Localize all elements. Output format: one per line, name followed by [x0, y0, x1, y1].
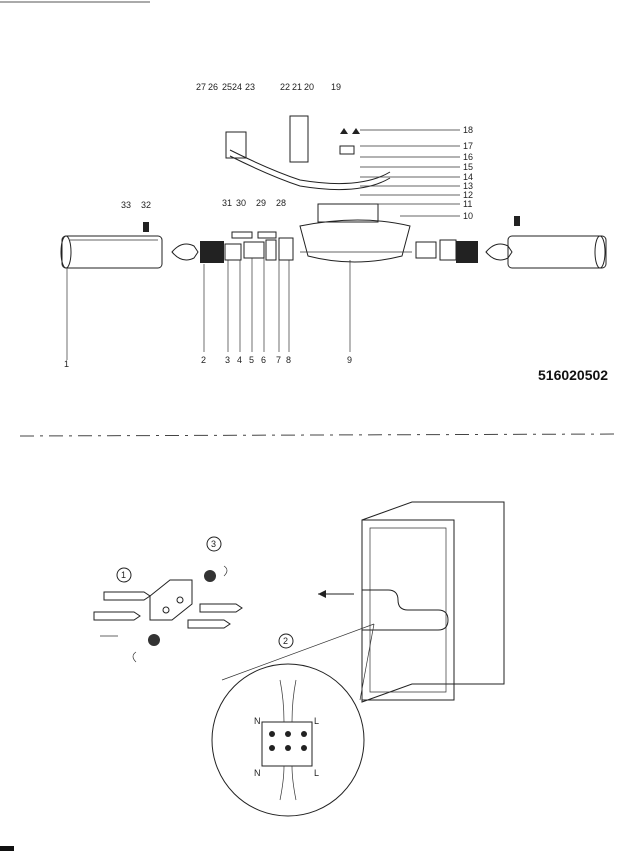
- left-glass-shade: [60, 235, 163, 269]
- label-24: 24: [232, 82, 242, 92]
- left-bulb: [171, 243, 199, 261]
- label-14: 14: [463, 172, 473, 182]
- label-11: 11: [463, 199, 472, 209]
- label-28: 28: [276, 198, 286, 208]
- step-3-number: 3: [211, 539, 216, 549]
- step-2-number: 2: [283, 636, 288, 646]
- label-19: 19: [331, 82, 341, 92]
- label-21: 21: [292, 82, 302, 92]
- label-12: 12: [463, 190, 473, 200]
- label-15: 15: [463, 162, 473, 172]
- label-23: 23: [245, 82, 255, 92]
- label-20: 20: [304, 82, 314, 92]
- label-17: 17: [463, 141, 473, 151]
- label-8: 8: [286, 355, 291, 365]
- label-22: 22: [280, 82, 290, 92]
- step-1-marker: 1: [116, 567, 132, 583]
- lamp-housing: [318, 501, 505, 703]
- article-number: 516020502: [538, 367, 608, 383]
- label-10: 10: [463, 211, 473, 221]
- terminal-block: [261, 721, 313, 767]
- label-3: 3: [225, 355, 230, 365]
- label-7: 7: [276, 355, 281, 365]
- label-2: 2: [201, 355, 206, 365]
- label-27: 27: [196, 82, 206, 92]
- step-3-marker: 3: [206, 536, 222, 552]
- step-2-marker: 2: [278, 633, 294, 649]
- terminal-n-bottom: N: [254, 768, 261, 778]
- label-4: 4: [237, 355, 242, 365]
- section-divider: [19, 433, 621, 437]
- exploded-view: [60, 115, 607, 360]
- wall-bracket-assembly: [93, 565, 243, 663]
- label-18: 18: [463, 125, 473, 135]
- center-base: [299, 219, 411, 263]
- corner-mark: [0, 846, 14, 851]
- terminal-l-bottom: L: [314, 768, 319, 778]
- label-16: 16: [463, 152, 473, 162]
- label-32: 32: [141, 200, 151, 210]
- label-31: 31: [222, 198, 232, 208]
- right-glass-shade: [507, 235, 607, 269]
- step-1-number: 1: [121, 570, 126, 580]
- label-6: 6: [261, 355, 266, 365]
- label-1: 1: [64, 359, 69, 369]
- label-29: 29: [256, 198, 266, 208]
- label-25: 25: [222, 82, 232, 92]
- label-9: 9: [347, 355, 352, 365]
- right-socket: [456, 241, 478, 263]
- right-bulb: [485, 243, 513, 261]
- terminal-detail: N N L L: [211, 663, 365, 817]
- label-30: 30: [236, 198, 246, 208]
- label-13: 13: [463, 181, 473, 191]
- label-33: 33: [121, 200, 131, 210]
- terminal-l-top: L: [314, 716, 319, 726]
- left-socket: [200, 241, 224, 263]
- terminal-n-top: N: [254, 716, 261, 726]
- ballast-box: [317, 203, 379, 223]
- label-5: 5: [249, 355, 254, 365]
- label-26: 26: [208, 82, 218, 92]
